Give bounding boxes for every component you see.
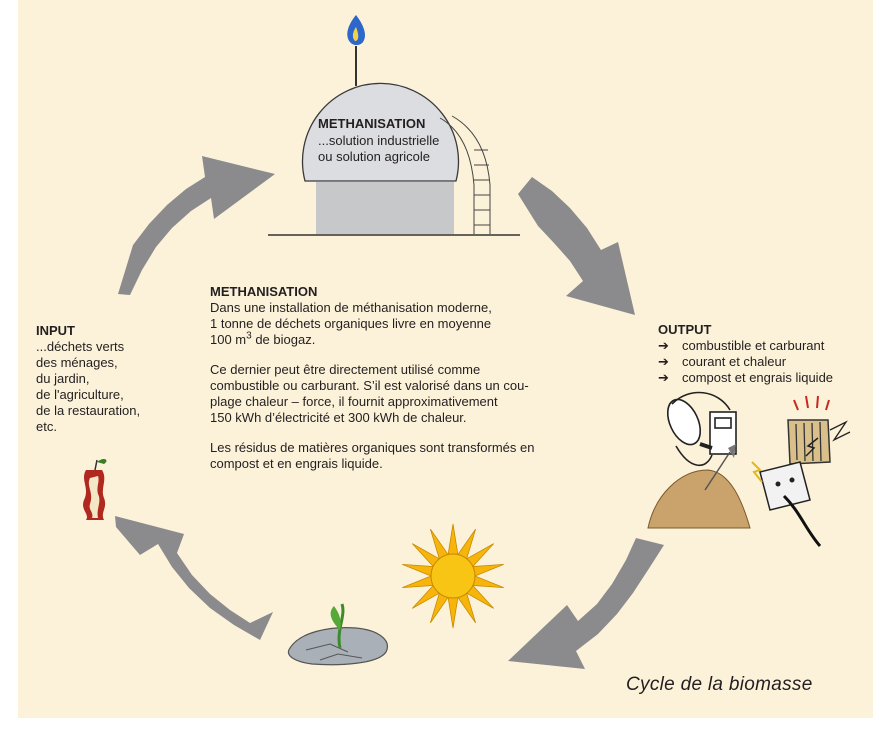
output-list: ➔ combustible et carburant ➔ courant et ch… — [658, 338, 873, 386]
center-title: METHANISATION — [210, 284, 318, 299]
output-item: ➔ courant et chaleur — [658, 354, 873, 370]
cubic-exponent: 3 — [246, 330, 252, 342]
biogas-dome-icon — [268, 46, 520, 236]
center-text: Ce dernier peut être directement utilisé… — [210, 362, 481, 377]
output-title: OUTPUT — [658, 322, 712, 337]
fuel-pump-icon — [666, 391, 737, 466]
center-text: Les résidus de matières organiques sont … — [210, 440, 535, 455]
center-text: combustible ou carburant. S’il est valor… — [210, 378, 529, 393]
cycle-arrows — [115, 156, 664, 669]
diagram-caption: Cycle de la biomasse — [626, 674, 813, 695]
dome-title: METHANISATION — [318, 116, 426, 131]
output-item-label: combustible et carburant — [682, 338, 825, 353]
input-line: de l'agriculture, — [36, 387, 124, 402]
center-text-biogas: 100 m3 de biogaz. — [210, 330, 620, 348]
methanisation-description: METHANISATION Dans une installation de m… — [210, 284, 620, 472]
output-item: ➔ combustible et carburant — [658, 338, 873, 354]
dome-subtitle-line1: ...solution industrielle — [318, 133, 440, 148]
output-item-label: courant et chaleur — [682, 354, 787, 369]
center-text: compost et en engrais liquide. — [210, 456, 383, 471]
power-socket-icon — [751, 437, 822, 547]
center-text: plage chaleur – force, il fournit approx… — [210, 394, 498, 409]
biogas-suffix: de biogaz. — [251, 332, 316, 347]
apple-core-icon — [83, 458, 107, 520]
sun-icon — [402, 523, 504, 629]
seedling-icon — [287, 603, 388, 666]
center-text: Dans une installation de méthanisation m… — [210, 300, 492, 315]
output-block: OUTPUT ➔ combustible et carburant ➔ couran… — [658, 322, 873, 386]
paragraph-gap — [210, 426, 620, 440]
dome-subtitle-line2: ou solution agricole — [318, 149, 431, 164]
arrow-right-icon: ➔ — [658, 338, 669, 353]
paragraph-gap — [210, 348, 620, 362]
output-item: ➔ compost et engrais liquide — [658, 370, 873, 386]
input-line: de la restauration, — [36, 403, 141, 418]
center-text: 1 tonne de déchets organiques livre en m… — [210, 316, 492, 331]
biogas-amount: 100 m — [210, 332, 247, 347]
output-item-label: compost et engrais liquide — [682, 370, 834, 385]
arrow-right-icon: ➔ — [658, 370, 669, 385]
input-line: etc. — [36, 419, 57, 434]
input-line: du jardin, — [36, 371, 90, 386]
input-block: INPUT ...déchets verts des ménages, du j… — [36, 323, 186, 435]
input-line: ...déchets verts — [36, 339, 125, 354]
center-text: 150 kWh d’électricité et 300 kWh de chal… — [210, 410, 467, 425]
input-line: des ménages, — [36, 355, 118, 370]
compost-heap-icon — [647, 444, 751, 529]
input-title: INPUT — [36, 323, 75, 338]
radiator-icon — [787, 395, 851, 465]
arrow-right-icon: ➔ — [658, 354, 669, 369]
flame-icon — [347, 15, 366, 45]
